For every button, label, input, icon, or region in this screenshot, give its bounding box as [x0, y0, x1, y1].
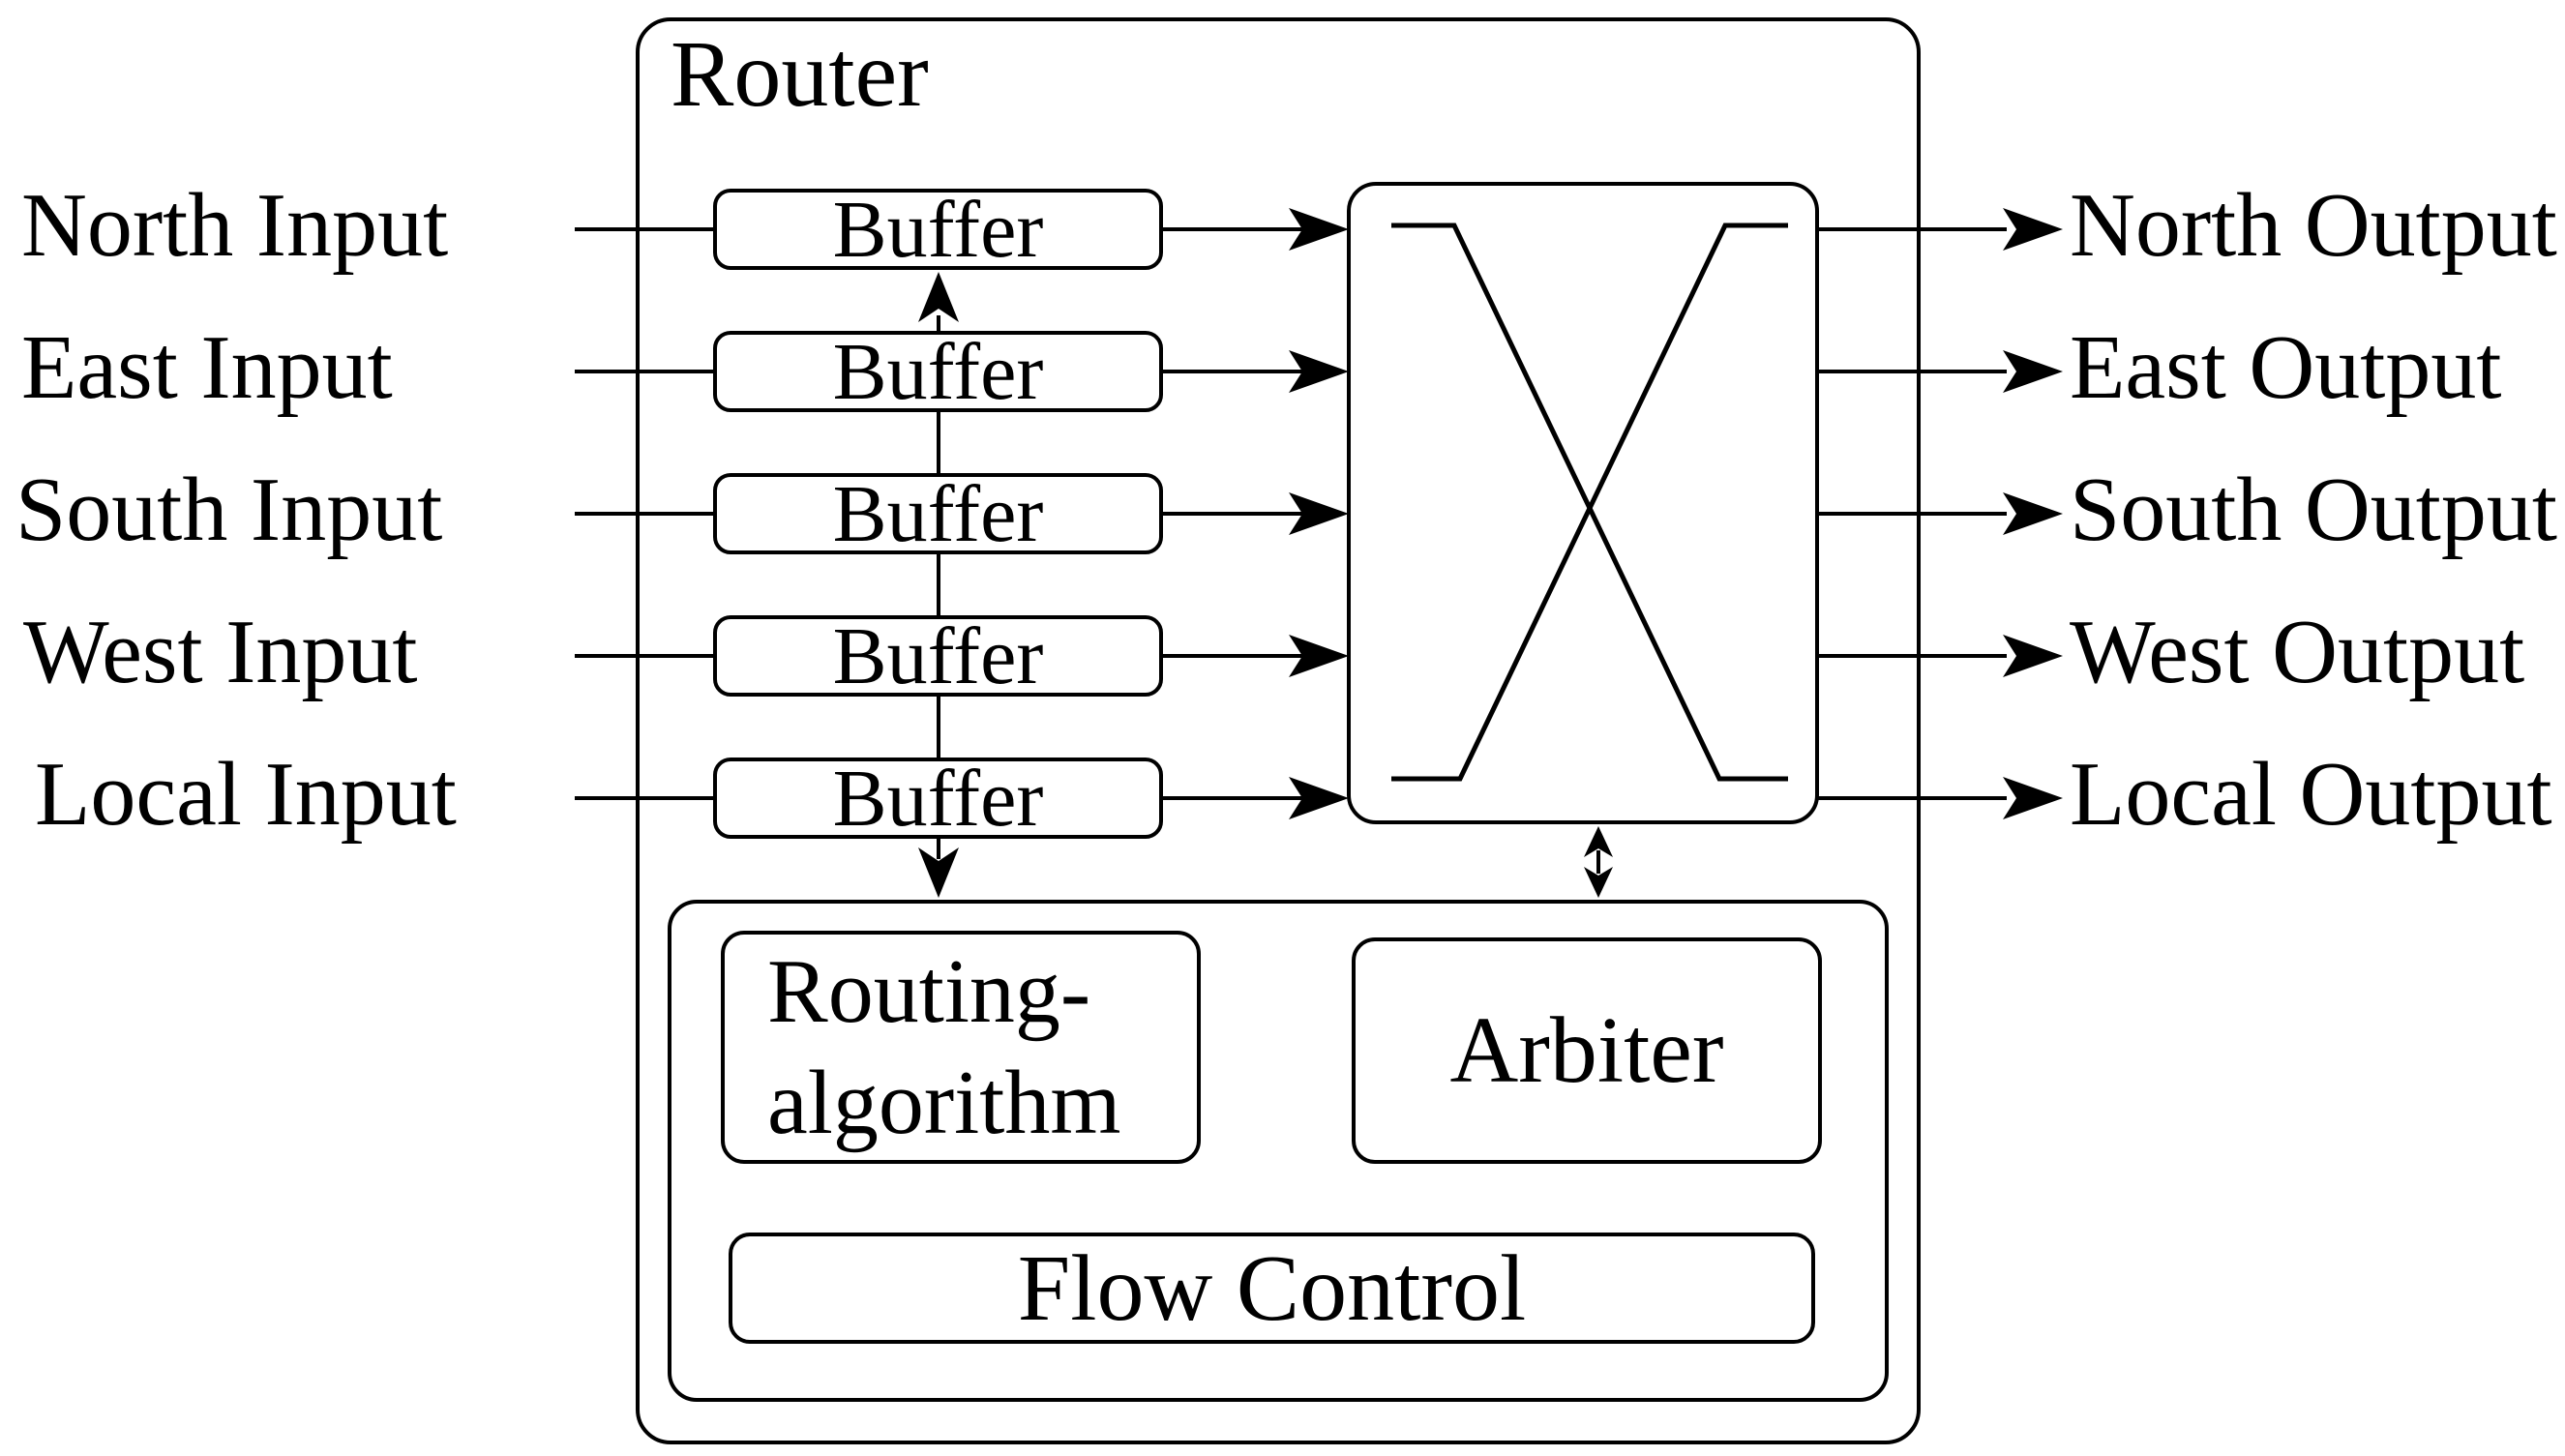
buffer-label: Buffer — [832, 468, 1044, 559]
arbiter-box: Arbiter — [1352, 937, 1822, 1164]
control-unit-box — [668, 900, 1889, 1402]
router-box — [636, 17, 1921, 1444]
right-arrowhead-icon — [2003, 635, 2063, 677]
input-label-east: East Input — [21, 317, 393, 418]
flow-control-box: Flow Control — [729, 1233, 1815, 1344]
routing-algorithm-box: Routing- algorithm — [721, 931, 1201, 1164]
right-arrowhead-icon — [2003, 208, 2063, 251]
output-label-local: Local Output — [2070, 744, 2552, 845]
output-label-east: East Output — [2070, 317, 2502, 418]
routing-algorithm-label-line1: Routing- — [767, 940, 1091, 1042]
buffer-box-south: Buffer — [713, 469, 1163, 559]
buffer-label: Buffer — [832, 753, 1044, 844]
input-label-west: West Input — [23, 602, 418, 702]
buffer-label: Buffer — [832, 326, 1044, 417]
input-label-south: South Input — [15, 460, 443, 560]
buffer-box-local: Buffer — [713, 754, 1163, 844]
right-arrowhead-icon — [2003, 492, 2063, 535]
routing-algorithm-label-line2: algorithm — [767, 1052, 1121, 1153]
output-label-north: North Output — [2070, 175, 2557, 276]
crossbar-switch-box — [1347, 182, 1819, 824]
right-arrowhead-icon — [2003, 350, 2063, 393]
output-label-west: West Output — [2070, 602, 2525, 702]
buffer-box-west: Buffer — [713, 611, 1163, 701]
buffer-label: Buffer — [832, 184, 1044, 275]
router-title: Router — [671, 22, 929, 127]
input-label-local: Local Input — [35, 744, 457, 845]
right-arrowhead-icon — [2003, 777, 2063, 819]
flow-control-label: Flow Control — [1017, 1235, 1527, 1341]
buffer-box-east: Buffer — [713, 327, 1163, 417]
arbiter-label: Arbiter — [1449, 998, 1724, 1103]
input-label-north: North Input — [21, 175, 449, 276]
output-label-south: South Output — [2070, 460, 2558, 560]
buffer-box-north: Buffer — [713, 185, 1163, 275]
buffer-label: Buffer — [832, 610, 1044, 701]
